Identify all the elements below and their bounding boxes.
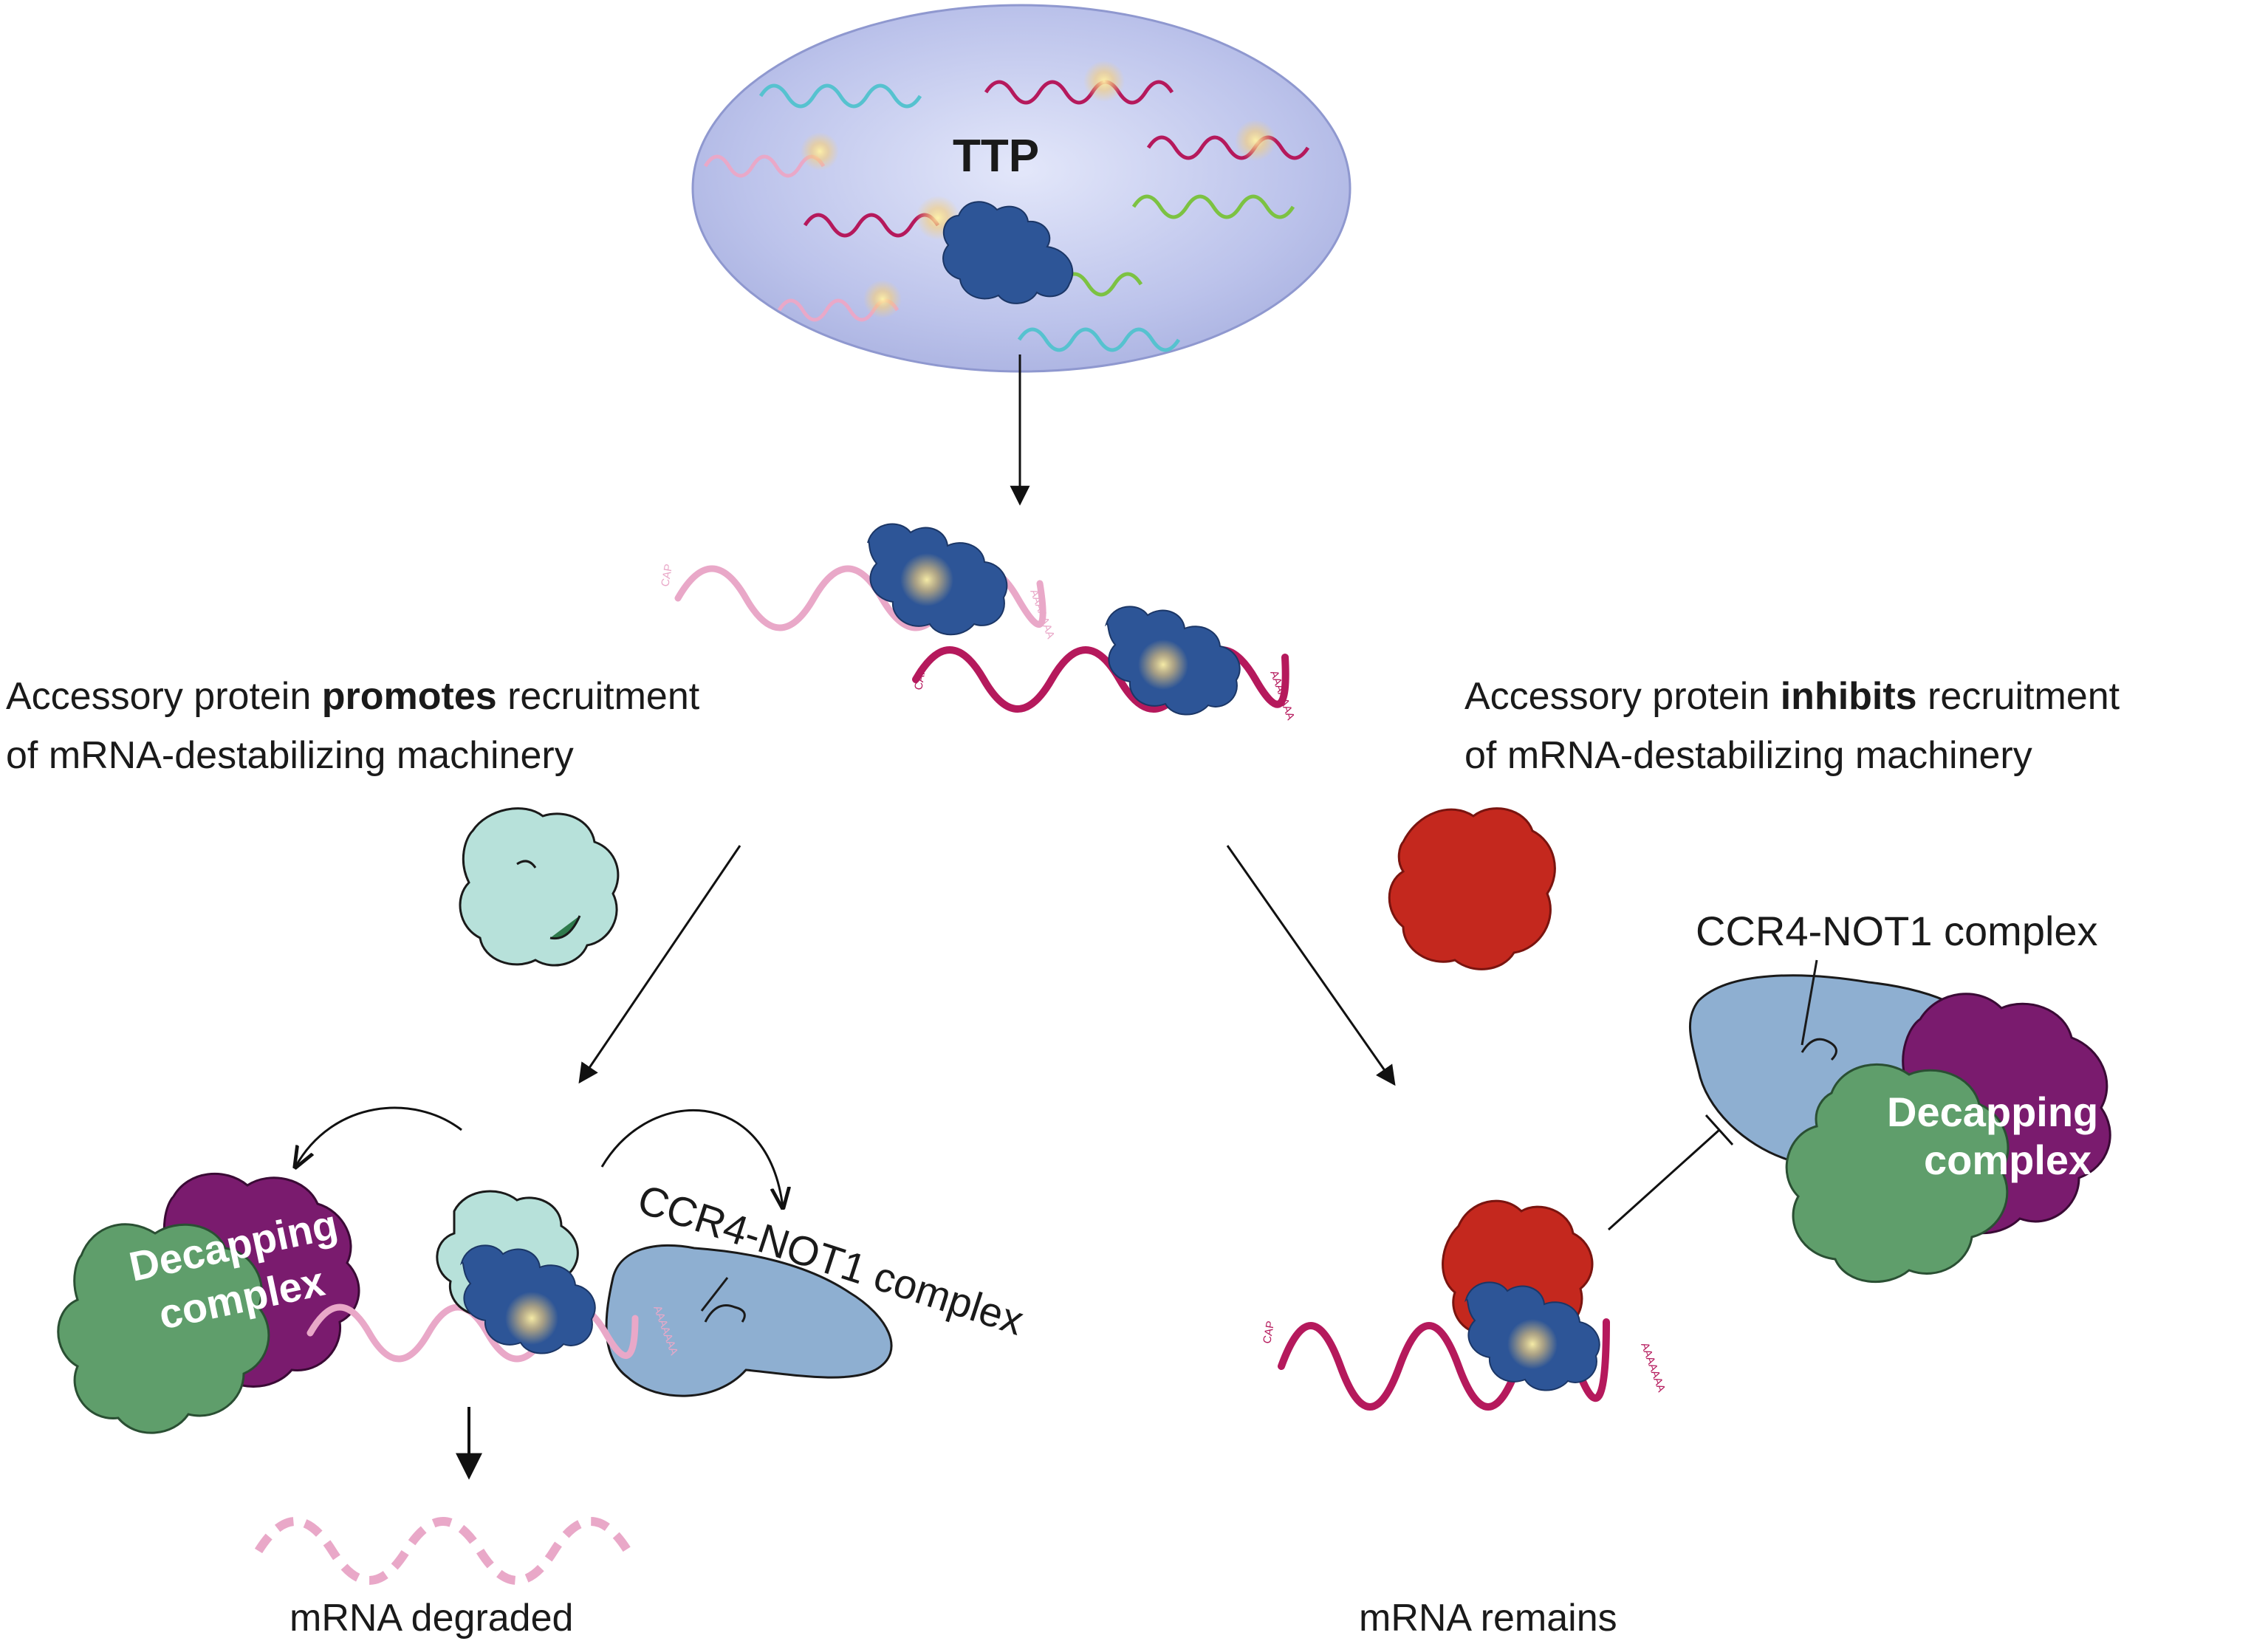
inhibits-text-line1: Accessory protein inhibits recruitment — [1464, 675, 2120, 718]
decapping-green-left — [57, 1223, 270, 1434]
arrow-to-right-branch — [1226, 845, 1396, 1086]
nuclear-mrna-pink-1 — [703, 154, 826, 178]
nuclear-mrna-cyan-1 — [758, 83, 922, 109]
inhibitor-accessory-protein — [1388, 807, 1556, 970]
degraded-label: mRNA degraded — [290, 1597, 573, 1640]
nuclear-mrna-green-1 — [1131, 194, 1295, 219]
top-polya-pink: AAAAAAA — [1027, 588, 1057, 641]
promotes-text-line1: Accessory protein promotes recruitment — [6, 675, 700, 718]
nuclear-mrna-cyan-2 — [1017, 327, 1181, 352]
inhibition-bar — [1705, 1114, 1734, 1146]
top-cap-magenta: CAP — [912, 666, 928, 691]
inhibition-line — [1607, 1128, 1721, 1231]
right-polya: AAAAAAA — [1638, 1341, 1668, 1394]
arrow-to-left-branch — [578, 845, 741, 1084]
nucleus: TTP — [691, 4, 1351, 373]
ttp-label: TTP — [953, 131, 1039, 182]
remains-label: mRNA remains — [1359, 1597, 1617, 1640]
recruit-arrow-decapping — [295, 1106, 462, 1167]
top-bound-mrnas: CAP AAAAAAA CAP AAAAAAA — [659, 523, 1297, 722]
left-degradation-complex: Decapping complex AAAAAAA CCR4-NOT1 comp… — [57, 1106, 1029, 1434]
promotes-text-line2: of mRNA-destabilizing machinery — [6, 734, 574, 777]
right-cap: CAP — [1261, 1320, 1277, 1344]
decapping-label-right-2: complex — [1924, 1137, 2091, 1183]
decapping-green-right — [1785, 1063, 2010, 1284]
top-cap-pink: CAP — [659, 563, 675, 587]
ccr4-not1-label-right: CCR4-NOT1 complex — [1696, 908, 2098, 954]
nuclear-mrna-magenta-1 — [984, 80, 1174, 105]
right-stable-complex: CCR4-NOT1 complex Decapping complex CAP … — [1261, 908, 2111, 1411]
degraded-mrna-dashed — [254, 1517, 632, 1585]
ccr4-not1-complex-left — [605, 1244, 893, 1397]
top-mrna-magenta — [912, 646, 1289, 713]
ttp-protein-nucleus — [942, 201, 1074, 304]
nuclear-mrna-magenta-3 — [803, 213, 940, 238]
recruit-arrow-ccr4 — [600, 1109, 783, 1207]
nuclear-mrna-magenta-2 — [1146, 135, 1310, 160]
decapping-label-right-1: Decapping — [1887, 1089, 2098, 1135]
top-polya-magenta: AAAAAAA — [1267, 669, 1297, 722]
inhibits-text-line2: of mRNA-destabilizing machinery — [1464, 734, 2032, 777]
promoter-accessory-protein — [459, 807, 620, 967]
